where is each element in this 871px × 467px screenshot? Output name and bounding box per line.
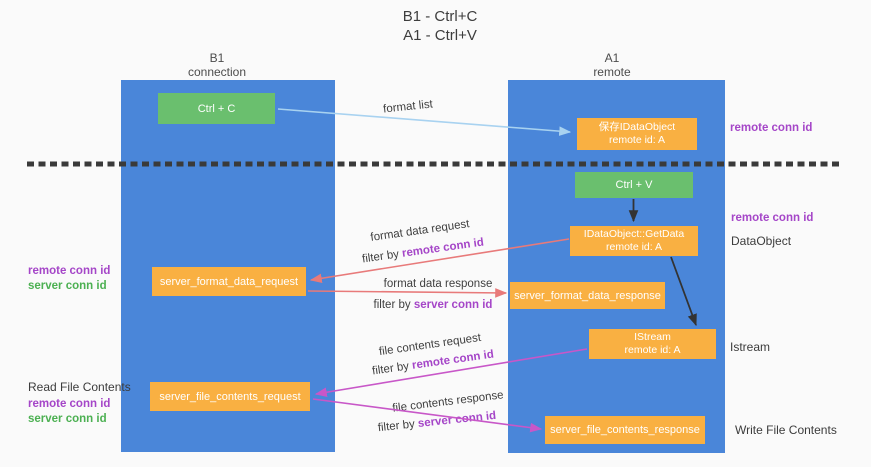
- arrow-label-format-list: format list: [382, 98, 434, 116]
- node-istream-line1: IStream: [634, 331, 671, 343]
- diagram-title-line1: B1 - Ctrl+C: [402, 8, 478, 25]
- annotation-left-server-conn-id: server conn id: [28, 280, 107, 292]
- annotation-left-remote-conn-id: remote conn id: [28, 265, 111, 277]
- annotation-write-file-contents: Write File Contents: [735, 423, 837, 437]
- node-server-file-contents-request-label: server_file_contents_request: [159, 390, 301, 403]
- node-server-file-contents-request: server_file_contents_request: [150, 382, 310, 411]
- lifeline-a1-header: A1 remote: [505, 51, 719, 79]
- annotation-istream: Istream: [730, 340, 771, 354]
- annotation-left-remote-conn-id-bottom: remote conn id: [28, 398, 111, 410]
- lifeline-b1-header: B1 connection: [110, 51, 324, 79]
- diagram-title: B1 - Ctrl+C A1 - Ctrl+V: [330, 7, 550, 45]
- lifeline-a1-subtitle: remote: [593, 65, 631, 79]
- filter-by-text: filter by: [373, 299, 414, 311]
- annotation-dataobject: DataObject: [731, 234, 792, 248]
- node-ctrl-v-label: Ctrl + V: [615, 179, 653, 191]
- arrow-label-format-data-response-filter: filter by server conn id: [374, 299, 493, 311]
- node-server-file-contents-response: server_file_contents_response: [545, 416, 705, 444]
- node-getdata-line2: remote id: A: [605, 241, 663, 253]
- node-getdata: IDataObject::GetData remote id: A: [570, 226, 698, 256]
- filter-by-text: filter by: [377, 418, 419, 435]
- remote-conn-id-highlight: remote conn id: [401, 236, 485, 260]
- node-ctrl-v: Ctrl + V: [575, 172, 693, 198]
- node-server-format-data-response: server_format_data_response: [510, 282, 665, 309]
- annotation-remote-conn-id-top: remote conn id: [730, 122, 813, 134]
- node-ctrl-c: Ctrl + C: [158, 93, 275, 124]
- annotation-read-file-contents: Read File Contents: [28, 380, 131, 394]
- lifeline-b1-subtitle: connection: [187, 65, 247, 79]
- node-istream: IStream remote id: A: [589, 329, 716, 359]
- node-server-format-data-response-label: server_format_data_response: [514, 289, 661, 302]
- node-server-format-data-request-label: server_format_data_request: [159, 275, 299, 288]
- arrow-label-format-data-response: format data response: [383, 278, 493, 290]
- node-istream-line2: remote id: A: [624, 344, 681, 356]
- node-save-dataobject: 保存IDataObject remote id: A: [577, 118, 697, 150]
- node-getdata-line1: IDataObject::GetData: [583, 228, 685, 240]
- node-server-file-contents-response-label: server_file_contents_response: [550, 424, 700, 436]
- node-server-format-data-request: server_format_data_request: [152, 267, 306, 296]
- filter-by-text: filter by: [371, 359, 413, 378]
- node-ctrl-c-label: Ctrl + C: [197, 102, 236, 115]
- filter-by-text: filter by: [361, 247, 403, 266]
- lifeline-b1-name: B1: [209, 51, 225, 65]
- annotation-left-top-group: remote conn id server conn id: [28, 264, 110, 294]
- server-conn-id-highlight: server conn id: [417, 409, 497, 430]
- diagram-title-line2: A1 - Ctrl+V: [403, 27, 477, 44]
- lifeline-a1-name: A1: [604, 51, 620, 65]
- node-save-dataobject-line2: remote id: A: [608, 134, 666, 146]
- remote-conn-id-highlight: remote conn id: [411, 348, 495, 372]
- annotation-remote-conn-id-mid: remote conn id: [731, 212, 814, 224]
- node-save-dataobject-line1: 保存IDataObject: [598, 121, 676, 133]
- annotation-left-bottom-group: Read File Contents remote conn id server…: [28, 380, 131, 427]
- annotation-left-server-conn-id-bottom: server conn id: [28, 413, 107, 425]
- arrow-format-data-response: [307, 288, 508, 298]
- server-conn-id-highlight: server conn id: [413, 299, 493, 311]
